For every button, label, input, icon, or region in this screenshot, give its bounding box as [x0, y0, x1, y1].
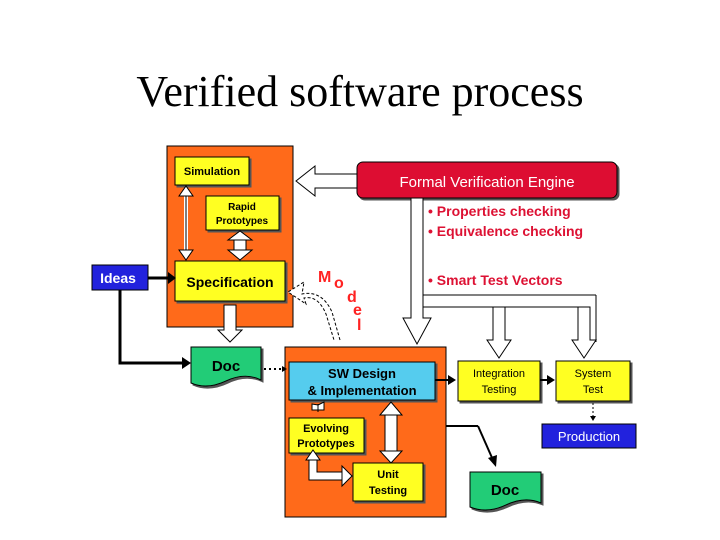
production-box: Production [541, 423, 637, 449]
formal-verification-engine-box: Formal Verification Engine [356, 161, 618, 199]
bullet-smart-test-vectors: • Smart Test Vectors [428, 272, 563, 288]
design-evolving-double-arrow [311, 401, 325, 412]
unit-testing-box: Unit Testing [352, 462, 424, 502]
unit-label-1: Unit [377, 469, 399, 481]
sw-design-box: SW Design & Implementation [288, 361, 436, 401]
design-to-doc-bottom-arrow [446, 425, 497, 467]
specification-box: Specification [174, 260, 286, 302]
rapid-prototypes-box: Rapid Prototypes [205, 195, 280, 231]
model-letter-m: M [318, 269, 331, 286]
integration-label-2: Testing [482, 384, 517, 396]
integration-label-1: Integration [473, 368, 525, 380]
bullet-equivalence: • Equivalence checking [428, 223, 583, 239]
evolving-label-1: Evolving [303, 423, 349, 435]
design-unit-double-arrow [378, 401, 404, 464]
integration-testing-box: Integration Testing [457, 360, 541, 402]
vectors-to-tests-arrows [423, 294, 597, 359]
doc-top-label: Doc [212, 358, 240, 375]
specification-label: Specification [186, 274, 273, 290]
simulation-label: Simulation [184, 166, 241, 178]
sw-design-label-2: & Implementation [307, 383, 416, 398]
model-curved-arrow [287, 280, 341, 341]
doc-to-design-dotted-arrow [264, 366, 287, 372]
model-letter-l: l [357, 317, 361, 334]
sw-design-label-1: SW Design [328, 366, 396, 381]
doc-bottom-label: Doc [491, 482, 519, 499]
system-test-box: System Test [555, 360, 631, 402]
engine-to-design-arrow [402, 197, 432, 346]
doc-top-shape: Doc [190, 346, 262, 387]
ideas-to-doc-arrow [118, 290, 191, 369]
engine-to-simulation-arrow [295, 164, 358, 198]
evolving-to-unit-arrow [305, 449, 353, 488]
simulation-box: Simulation [174, 156, 250, 186]
page-title: Verified software process [136, 67, 584, 116]
unit-label-2: Testing [369, 485, 407, 497]
system-label-1: System [575, 368, 612, 380]
model-letter-e: e [353, 302, 362, 319]
sim-spec-double-arrow [178, 185, 194, 261]
bullet-properties: • Properties checking [428, 203, 571, 219]
rapid-label-1: Rapid [228, 202, 256, 213]
model-letter-o: o [334, 275, 344, 292]
doc-bottom-shape: Doc [469, 471, 542, 511]
evolving-label-2: Prototypes [297, 438, 354, 450]
ideas-label: Ideas [100, 270, 136, 286]
system-to-production-dotted-arrow [590, 403, 596, 421]
model-letters: M o d e l [318, 269, 362, 334]
ideas-to-spec-arrow [148, 272, 176, 284]
integration-to-system-arrow [540, 375, 555, 385]
engine-label: Formal Verification Engine [399, 174, 574, 191]
system-label-2: Test [583, 384, 603, 396]
rapid-spec-double-arrow [226, 230, 254, 261]
evolving-prototypes-box: Evolving Prototypes [288, 417, 365, 454]
spec-to-doc-arrow [216, 304, 244, 343]
rapid-label-2: Prototypes [216, 216, 269, 227]
production-label: Production [558, 429, 620, 444]
ideas-box: Ideas [91, 264, 149, 291]
design-to-integration-arrow [435, 375, 456, 385]
model-letter-d: d [347, 289, 357, 306]
